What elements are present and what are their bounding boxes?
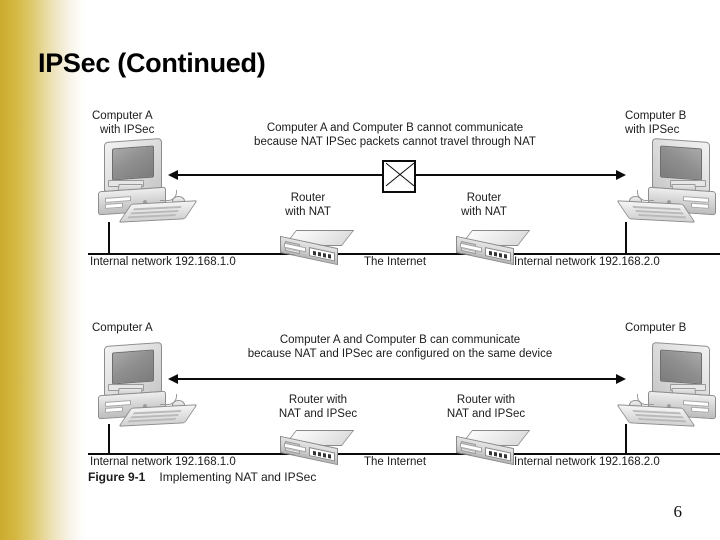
computer-a-label-line2: with IPSec [100, 124, 155, 136]
right-network-label-2: Internal network 192.168.2.0 [514, 456, 660, 468]
diagram-nat-ipsec-fails: Computer A with IPSec Computer A and Com… [0, 104, 720, 284]
computer-a-icon [98, 137, 198, 226]
router-left-label-line1-2: Router with [288, 394, 348, 406]
internet-label: The Internet [364, 256, 427, 268]
network-bus-line [88, 253, 720, 255]
computer-b-icon [616, 137, 716, 226]
computer-a-link [108, 222, 110, 254]
computer-a-label-line1-2: Computer A [92, 322, 153, 334]
diagram1-message-line1: Computer A and Computer B cannot communi… [266, 122, 524, 134]
arrow-head-right [616, 170, 626, 180]
blocked-x-icon [382, 160, 416, 193]
accent-gradient-band [0, 0, 88, 540]
figure-caption-text: Implementing NAT and IPSec [159, 470, 317, 484]
router-right-label-line1: Router [466, 192, 502, 204]
left-network-label: Internal network 192.168.1.0 [90, 256, 236, 268]
computer-b-label-line1-2: Computer B [625, 322, 687, 334]
computer-b-icon-2 [616, 341, 716, 430]
router-right-label-line2-2: NAT and IPSec [446, 408, 526, 420]
page-number: 6 [673, 502, 683, 521]
diagram-nat-ipsec-works: Computer A Computer A and Computer B can… [0, 316, 720, 476]
arrow-head-right-2 [616, 374, 626, 384]
router-left-label-line1: Router [290, 192, 326, 204]
computer-b-link [625, 222, 627, 254]
diagram2-message-line2: because NAT and IPSec are configured on … [247, 348, 553, 360]
computer-b-label-line1: Computer B [625, 110, 687, 122]
figure-caption-label: Figure 9-1 [88, 470, 146, 484]
router-left-label-line2: with NAT [285, 206, 331, 218]
arrow-shaft-right [414, 174, 616, 176]
router-left-label-line2-2: NAT and IPSec [278, 408, 358, 420]
computer-a-link-2 [108, 424, 110, 454]
page-title: IPSec (Continued) [38, 48, 266, 78]
right-network-label: Internal network 192.168.2.0 [514, 256, 660, 268]
router-left-icon-2 [280, 430, 355, 466]
figure-image: Computer A with IPSec Computer A and Com… [0, 104, 720, 504]
arrow-head-left [168, 170, 178, 180]
arrow-shaft-left [178, 174, 382, 176]
computer-b-link-2 [625, 424, 627, 454]
computer-b-label-line2: with IPSec [625, 124, 680, 136]
internet-label-2: The Internet [364, 456, 427, 468]
arrow-head-left-2 [168, 374, 178, 384]
router-left-icon [280, 230, 355, 266]
arrow-shaft-2 [178, 378, 616, 380]
computer-a-icon-2 [98, 341, 198, 430]
router-right-label-line2: with NAT [461, 206, 507, 218]
network-bus-line-2 [88, 453, 720, 455]
diagram2-message-line1: Computer A and Computer B can communicat… [279, 334, 521, 346]
router-right-label-line1-2: Router with [456, 394, 516, 406]
computer-a-label-line1: Computer A [92, 110, 153, 122]
figure-caption: Figure 9-1 Implementing NAT and IPSec [88, 470, 316, 484]
left-network-label-2: Internal network 192.168.1.0 [90, 456, 236, 468]
diagram1-message-line2: because NAT IPSec packets cannot travel … [254, 136, 536, 148]
